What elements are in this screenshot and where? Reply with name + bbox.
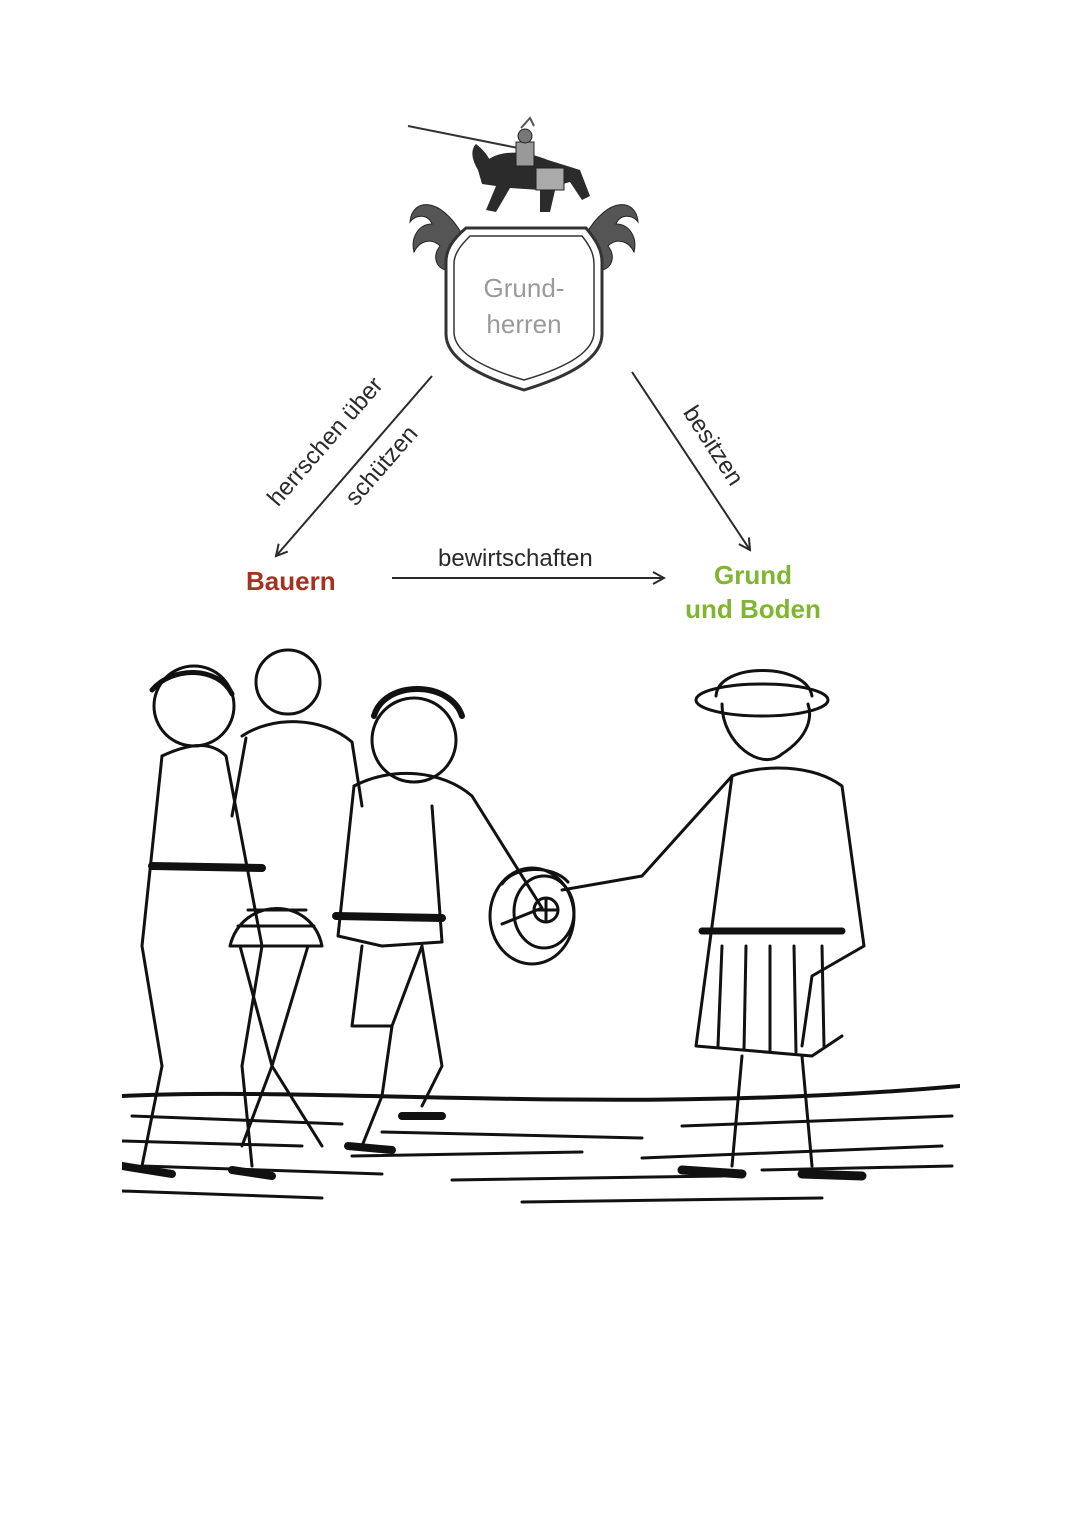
knight-on-horse-icon xyxy=(407,116,590,212)
edge-label-bewirtschaften: bewirtschaften xyxy=(438,545,593,572)
feudal-relation-diagram: Grund- herren herrschen über schützen be… xyxy=(0,0,1080,640)
node-grund-line2: und Boden xyxy=(685,594,821,624)
node-grund-line1: Grund xyxy=(714,560,792,590)
node-bauern: Bauern xyxy=(246,566,336,596)
woodcut-peasants-paying-tribute-icon xyxy=(118,646,962,1216)
shield-icon xyxy=(444,226,604,392)
diagram-graphics xyxy=(0,116,1080,640)
shield-label: Grund- herren xyxy=(464,270,584,342)
arrow-herrschen xyxy=(276,375,433,556)
shield-label-line2: herren xyxy=(486,309,562,339)
woodcut-graphics xyxy=(118,648,962,1204)
node-grund-und-boden: Grund und Boden xyxy=(682,558,824,626)
shield-label-line1: Grund- xyxy=(483,273,565,303)
arrow-besitzen xyxy=(631,371,750,550)
